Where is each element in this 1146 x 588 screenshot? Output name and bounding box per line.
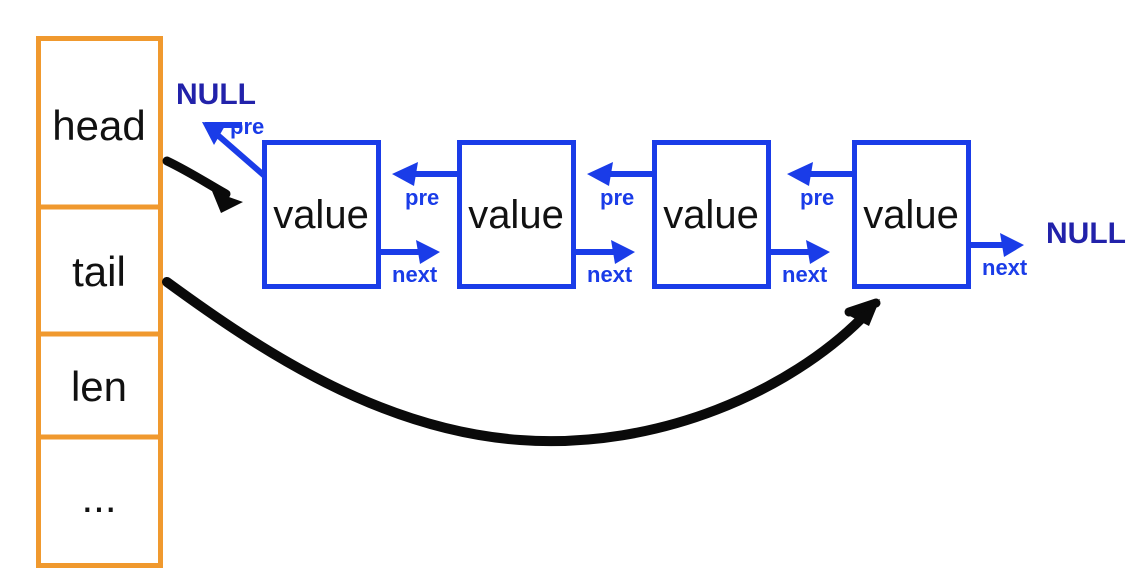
node-2-pre-arrow-head: [392, 162, 418, 186]
node-4: value pre next: [787, 140, 1028, 289]
head-null-group: NULL pre: [176, 78, 269, 181]
head-pointer-arrow-line: [162, 156, 231, 199]
node-2-next-arrow-head: [611, 240, 635, 264]
struct-outline: [36, 36, 163, 568]
struct-row-ellipsis-label: ...: [81, 474, 116, 521]
struct-row-tail-label: tail: [72, 248, 126, 295]
node-2-box: [457, 140, 576, 289]
node-4-pre-arrow-head: [787, 162, 813, 186]
node-1-next-label: next: [392, 262, 438, 287]
struct-row-len-label: len: [71, 363, 127, 410]
node-4-value-label: value: [863, 193, 959, 237]
node-3-value-label: value: [663, 193, 759, 237]
node-2-pre-label: pre: [405, 185, 439, 210]
tail-pointer-arrow-barb: [844, 298, 881, 317]
node-1-next-arrow-head: [416, 240, 440, 264]
node-3-pre-arrow-head: [587, 162, 613, 186]
node-1-pre-label: pre: [230, 114, 264, 139]
tail-null-label: NULL: [1046, 217, 1126, 250]
node-2-value-label: value: [468, 193, 564, 237]
node-4-next-label: next: [982, 255, 1028, 280]
head-pointer-arrow: [162, 156, 243, 213]
node-1-box: [262, 140, 381, 289]
head-null-label: NULL: [176, 78, 256, 111]
tail-pointer-arrow: [162, 277, 881, 446]
node-4-box: [852, 140, 971, 289]
node-3-box: [652, 140, 771, 289]
node-4-next-arrow-head: [1000, 233, 1024, 257]
head-pointer-arrow-head: [212, 191, 243, 213]
node-2-next-label: next: [587, 262, 633, 287]
node-3: value pre next: [587, 140, 830, 289]
struct-row-head-label: head: [52, 102, 145, 149]
tail-pointer-arrow-curve: [162, 277, 867, 446]
node-4-pre-label: pre: [800, 185, 834, 210]
node-1-pre-arrow-line: [211, 128, 269, 181]
node-1-value-label: value: [273, 193, 369, 237]
node-3-pre-label: pre: [600, 185, 634, 210]
list-struct-table: head tail len ...: [36, 36, 163, 568]
node-3-next-label: next: [782, 262, 828, 287]
node-2: value pre next: [392, 140, 635, 289]
node-1: value next: [262, 140, 440, 289]
node-3-next-arrow-head: [806, 240, 830, 264]
